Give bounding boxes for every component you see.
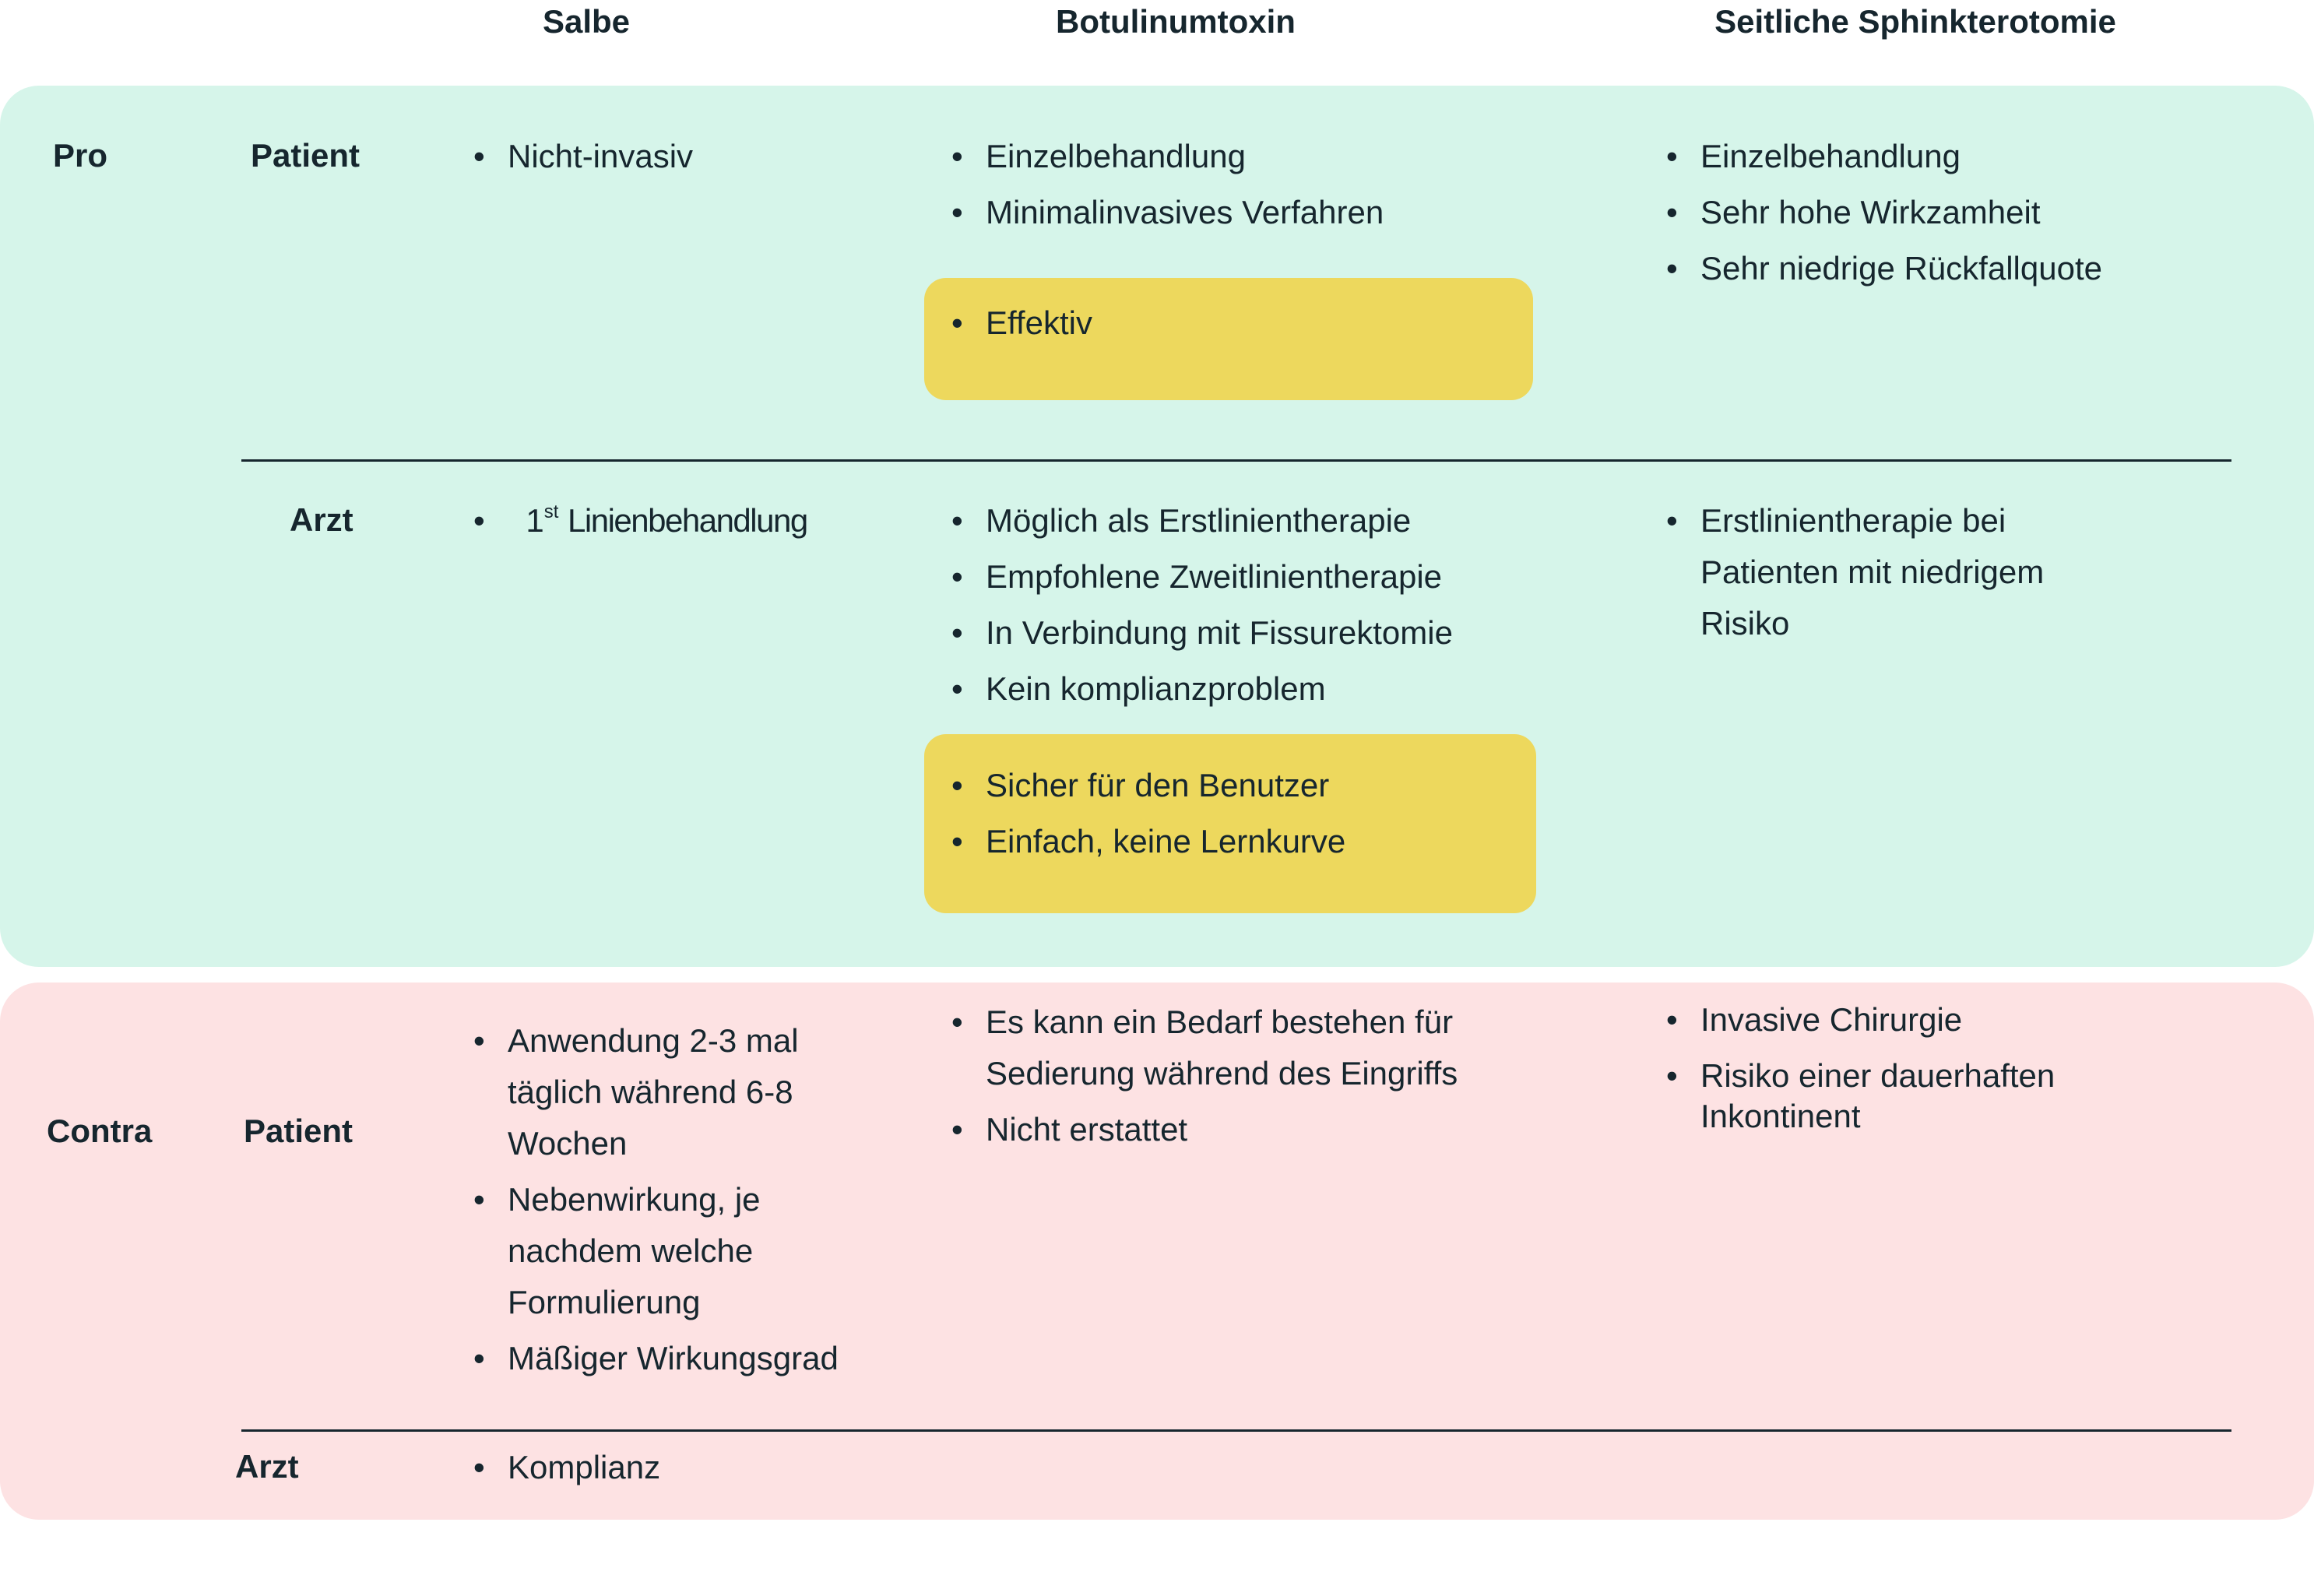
list-item: Kein komplianzproblem xyxy=(951,663,1543,715)
column-header-salbe: Salbe xyxy=(542,3,631,40)
ordinal-number: 1 xyxy=(526,502,544,539)
list-item: 1st Linienbehandlung xyxy=(473,495,894,547)
contra-patient-botox-list: Es kann ein Bedarf bestehen für Sedierun… xyxy=(951,997,1481,1160)
pro-arzt-salbe-list: 1st Linienbehandlung xyxy=(473,495,894,551)
ordinal-suffix: st xyxy=(543,501,559,522)
list-item: Sehr hohe Wirkzamheit xyxy=(1666,187,2258,238)
pro-patient-botox-highlight-list: Effektiv xyxy=(951,297,1512,353)
list-item: Invasive Chirurgie xyxy=(1666,1000,2149,1040)
list-item: Erstlinientherapie bei Patienten mit nie… xyxy=(1666,495,2102,649)
list-item: Minimalinvasives Verfahren xyxy=(951,187,1528,238)
pro-arzt-sphinkter-list: Erstlinientherapie bei Patienten mit nie… xyxy=(1666,495,2102,649)
list-item: Komplianz xyxy=(473,1442,878,1493)
list-item: Nicht erstattet xyxy=(951,1104,1481,1155)
pro-patient-salbe-list: Nicht-invasiv xyxy=(473,131,878,187)
contra-arzt-salbe-list: Komplianz xyxy=(473,1442,878,1493)
contra-label: Contra xyxy=(47,1113,153,1149)
pro-patient-label: Patient xyxy=(251,137,360,174)
contra-arzt-label: Arzt xyxy=(235,1448,299,1485)
list-item: Nebenwirkung, je nachdem welche Formulie… xyxy=(473,1174,878,1328)
list-item: Sehr niedrige Rückfallquote xyxy=(1666,243,2258,294)
contra-divider xyxy=(241,1429,2231,1432)
contra-patient-sphinkter-list: Invasive Chirurgie Risiko einer dauerhaf… xyxy=(1666,1000,2149,1141)
list-item: Einzelbehandlung xyxy=(1666,131,2258,182)
list-item: Mäßiger Wirkungsgrad xyxy=(473,1333,878,1384)
list-item: Empfohlene Zweitlinientherapie xyxy=(951,551,1543,603)
pro-arzt-botox-list: Möglich als Erstlinientherapie Empfohlen… xyxy=(951,495,1543,719)
pro-label: Pro xyxy=(53,137,108,174)
contra-patient-label: Patient xyxy=(244,1113,353,1149)
list-item: Einzelbehandlung xyxy=(951,131,1528,182)
column-header-sphinkterotomie: Seitliche Sphinkterotomie xyxy=(1714,3,2116,40)
pro-patient-sphinkter-list: Einzelbehandlung Sehr hohe Wirkzamheit S… xyxy=(1666,131,2258,299)
list-item: Risiko einer dauerhaften Inkontinent xyxy=(1666,1056,2149,1137)
pro-divider xyxy=(241,459,2231,462)
column-header-botulinumtoxin: Botulinumtoxin xyxy=(1056,3,1296,40)
list-item: Effektiv xyxy=(951,297,1512,349)
list-item-text: Linienbehandlung xyxy=(568,502,808,539)
list-item: In Verbindung mit Fissurektomie xyxy=(951,607,1543,659)
list-item: Einfach, keine Lernkurve xyxy=(951,816,1528,867)
contra-patient-salbe-list: Anwendung 2-3 mal täglich während 6-8 Wo… xyxy=(473,1015,878,1389)
list-item: Sicher für den Benutzer xyxy=(951,760,1528,811)
pro-arzt-botox-highlight-list: Sicher für den Benutzer Einfach, keine L… xyxy=(951,760,1528,872)
list-item: Möglich als Erstlinientherapie xyxy=(951,495,1543,547)
list-item: Anwendung 2-3 mal täglich während 6-8 Wo… xyxy=(473,1015,878,1169)
list-item: Nicht-invasiv xyxy=(473,131,878,182)
pro-arzt-label: Arzt xyxy=(290,501,353,538)
pro-patient-botox-list: Einzelbehandlung Minimalinvasives Verfah… xyxy=(951,131,1528,243)
list-item: Es kann ein Bedarf bestehen für Sedierun… xyxy=(951,997,1481,1099)
